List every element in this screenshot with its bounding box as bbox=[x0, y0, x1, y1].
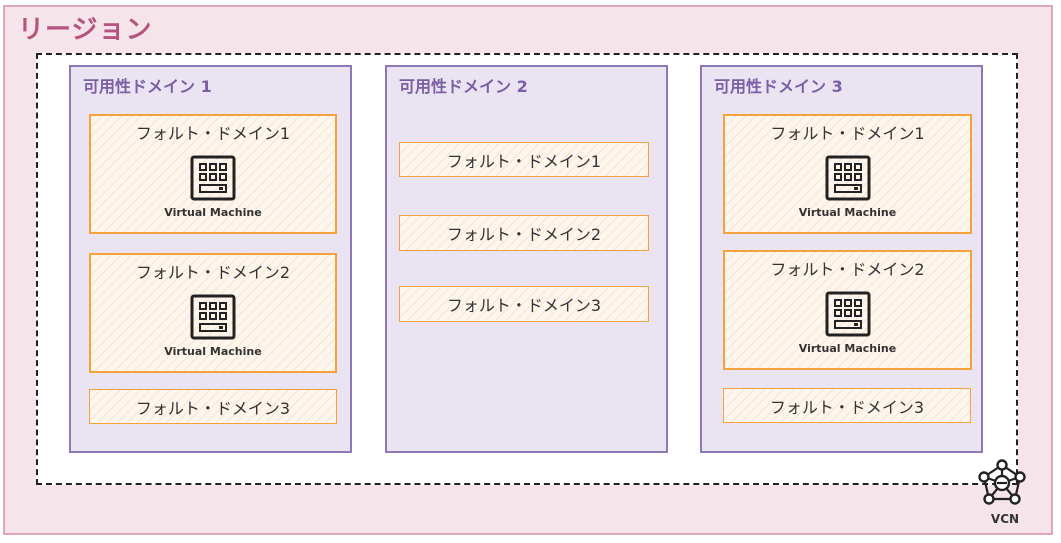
fault-domain-label: フォルト・ドメイン2 bbox=[135, 263, 291, 282]
virtual-machine-label: Virtual Machine bbox=[164, 345, 262, 358]
region-title: リージョン bbox=[18, 15, 153, 45]
fault-domain-2: フォルト・ドメイン2 Virtual Machine bbox=[723, 250, 972, 370]
fault-domain-3: フォルト・ドメイン3 bbox=[399, 286, 649, 322]
fault-domain-label: フォルト・ドメイン3 bbox=[135, 398, 291, 418]
virtual-machine-label: Virtual Machine bbox=[798, 206, 897, 219]
virtual-machine-icon bbox=[825, 155, 870, 201]
availability-domain-2: 可用性ドメイン 2 フォルト・ドメイン1 フォルト・ドメイン2 フォルト・ドメイ… bbox=[385, 65, 668, 453]
fault-domain-label: フォルト・ドメイン3 bbox=[769, 397, 925, 417]
fault-domain-label: フォルト・ドメイン1 bbox=[135, 124, 291, 143]
availability-domain-1: 可用性ドメイン 1 フォルト・ドメイン1 Virtual Machine フォル… bbox=[69, 65, 352, 453]
availability-domain-title: 可用性ドメイン 1 bbox=[83, 77, 212, 96]
fault-domain-2: フォルト・ドメイン2 Virtual Machine bbox=[89, 253, 337, 373]
network-icon bbox=[978, 459, 1026, 505]
fault-domain-label: フォルト・ドメイン2 bbox=[446, 225, 602, 244]
virtual-machine-icon bbox=[825, 291, 870, 337]
fault-domain-label: フォルト・ドメイン1 bbox=[770, 124, 925, 143]
fault-domain-1: フォルト・ドメイン1 bbox=[399, 142, 649, 177]
fault-domain-label: フォルト・ドメイン3 bbox=[446, 296, 602, 315]
virtual-machine-icon bbox=[190, 155, 236, 201]
fault-domain-2: フォルト・ドメイン2 bbox=[399, 215, 649, 251]
fault-domain-3: フォルト・ドメイン3 bbox=[723, 388, 971, 423]
fault-domain-3: フォルト・ドメイン3 bbox=[89, 389, 337, 424]
virtual-machine-icon bbox=[190, 294, 236, 340]
virtual-machine-label: Virtual Machine bbox=[798, 342, 897, 355]
vcn-label: VCN bbox=[990, 512, 1020, 526]
fault-domain-label: フォルト・ドメイン1 bbox=[446, 151, 602, 171]
availability-domain-title: 可用性ドメイン 3 bbox=[714, 77, 843, 96]
availability-domain-3: 可用性ドメイン 3 フォルト・ドメイン1 Virtual Machine フォル… bbox=[700, 65, 983, 453]
fault-domain-1: フォルト・ドメイン1 Virtual Machine bbox=[89, 114, 337, 234]
fault-domain-1: フォルト・ドメイン1 Virtual Machine bbox=[723, 114, 972, 234]
availability-domain-title: 可用性ドメイン 2 bbox=[399, 77, 528, 96]
virtual-machine-label: Virtual Machine bbox=[164, 206, 262, 219]
fault-domain-label: フォルト・ドメイン2 bbox=[770, 260, 925, 279]
